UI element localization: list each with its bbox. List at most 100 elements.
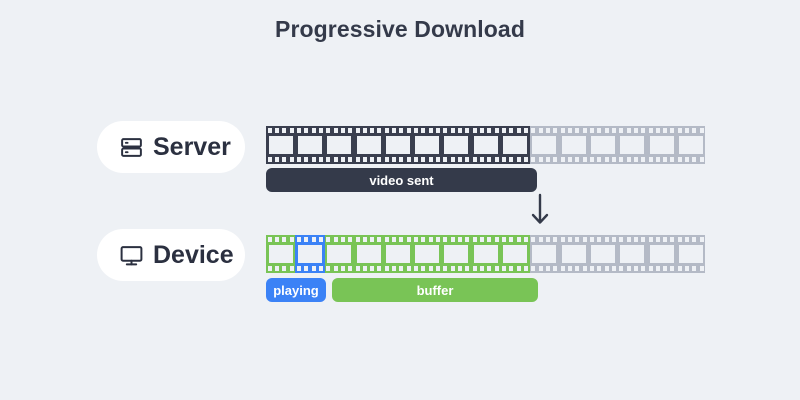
sprocket-holes-top (326, 237, 353, 242)
sprocket-holes-bottom (297, 157, 323, 162)
sprocket-holes-bottom (326, 266, 353, 271)
sprocket-holes-bottom (589, 157, 616, 162)
sprocket-holes-bottom (414, 266, 441, 271)
sprocket-holes-bottom (267, 157, 294, 162)
film-frame-pending (676, 235, 706, 273)
film-frame-buffered (441, 235, 472, 273)
video-sent-caption: video sent (266, 168, 537, 192)
film-frame-buffered (353, 235, 384, 273)
film-frame-window (649, 245, 674, 263)
sprocket-holes-top (502, 237, 528, 242)
film-frame-buffered (324, 235, 354, 273)
film-frame-window (532, 245, 557, 263)
sprocket-holes-bottom (355, 266, 382, 271)
sprocket-holes-bottom (472, 266, 499, 271)
film-frame-window (473, 245, 498, 263)
sprocket-holes-bottom (414, 157, 441, 162)
sprocket-holes-top (326, 128, 353, 133)
device-role-pill: Device (97, 229, 245, 281)
sprocket-holes-top (297, 128, 323, 133)
film-frame-buffered (266, 235, 296, 273)
film-frame-window (678, 136, 703, 154)
film-frame-sent (441, 126, 472, 164)
sprocket-holes-bottom (267, 266, 294, 271)
film-frame-pending (588, 126, 618, 164)
film-frame-window (444, 245, 469, 263)
sprocket-holes-top (414, 237, 441, 242)
film-frame-pending (646, 126, 677, 164)
sprocket-holes-top (531, 128, 558, 133)
sprocket-holes-bottom (443, 266, 470, 271)
sprocket-holes-bottom (531, 266, 558, 271)
film-frame-pending (588, 235, 618, 273)
sprocket-holes-bottom (589, 266, 616, 271)
film-frame-window (503, 136, 528, 154)
device-film-strip (266, 235, 706, 273)
film-frame-window (356, 245, 381, 263)
sprocket-holes-bottom (355, 157, 382, 162)
film-frame-pending (676, 126, 706, 164)
sprocket-holes-top (384, 128, 411, 133)
sprocket-holes-top (384, 237, 411, 242)
sprocket-holes-top (531, 237, 558, 242)
sprocket-holes-bottom (502, 157, 528, 162)
film-frame-window (561, 136, 586, 154)
server-rack-icon (119, 135, 144, 160)
device-pending-segment (529, 235, 706, 273)
playing-caption: playing (266, 278, 326, 302)
sprocket-holes-top (619, 237, 646, 242)
film-frame-window (297, 245, 322, 263)
sprocket-holes-bottom (326, 157, 353, 162)
sprocket-holes-top (502, 128, 528, 133)
film-frame-buffered (471, 235, 501, 273)
device-buffered-segment (266, 235, 530, 273)
film-frame-pending (529, 126, 559, 164)
sprocket-holes-top (472, 128, 499, 133)
sprocket-holes-top (297, 237, 323, 242)
sprocket-holes-top (355, 237, 382, 242)
monitor-icon (119, 243, 144, 268)
arrow-down-icon (525, 193, 555, 227)
server-role-pill: Server (97, 121, 245, 173)
page-title: Progressive Download (275, 16, 525, 42)
sprocket-holes-top (648, 237, 675, 242)
film-frame-buffered (383, 235, 413, 273)
sprocket-holes-top (472, 237, 499, 242)
film-frame-sent (266, 126, 296, 164)
film-frame-window (473, 136, 498, 154)
sprocket-holes-top (443, 128, 470, 133)
sprocket-holes-top (355, 128, 382, 133)
film-frame-sent (295, 126, 325, 164)
sprocket-holes-top (589, 237, 616, 242)
sprocket-holes-bottom (560, 157, 587, 162)
sprocket-holes-bottom (502, 266, 528, 271)
film-frame-window (590, 245, 615, 263)
film-frame-pending (529, 235, 559, 273)
film-frame-window (620, 245, 645, 263)
sprocket-holes-bottom (531, 157, 558, 162)
film-frame-window (415, 245, 440, 263)
sprocket-holes-bottom (384, 266, 411, 271)
film-frame-window (649, 136, 674, 154)
film-frame-window (268, 245, 293, 263)
sprocket-holes-bottom (472, 157, 499, 162)
sprocket-holes-bottom (648, 266, 675, 271)
film-frame-window (444, 136, 469, 154)
sprocket-holes-top (677, 237, 704, 242)
sprocket-holes-bottom (384, 157, 411, 162)
server-sent-segment (266, 126, 530, 164)
sprocket-holes-bottom (619, 266, 646, 271)
film-frame-sent (353, 126, 384, 164)
film-frame-window (620, 136, 645, 154)
sprocket-holes-bottom (677, 266, 704, 271)
device-role-label: Device (153, 240, 234, 269)
film-frame-pending (617, 126, 647, 164)
sprocket-holes-bottom (560, 266, 587, 271)
sprocket-holes-bottom (297, 266, 323, 271)
film-frame-sent (383, 126, 413, 164)
server-pending-segment (529, 126, 706, 164)
film-frame-window (327, 136, 352, 154)
film-frame-window (385, 245, 410, 263)
film-frame-pending (558, 235, 589, 273)
sprocket-holes-top (560, 128, 587, 133)
